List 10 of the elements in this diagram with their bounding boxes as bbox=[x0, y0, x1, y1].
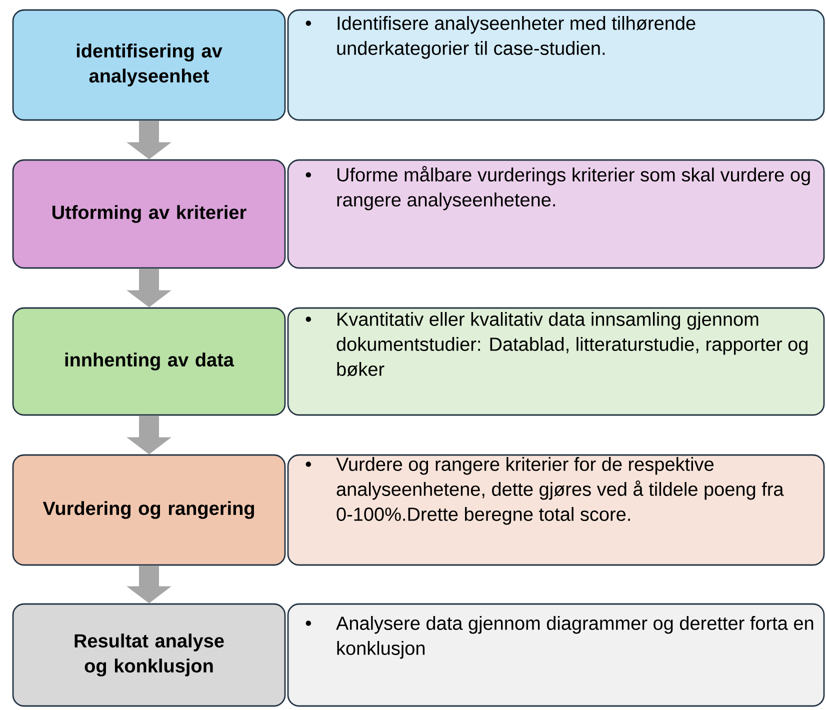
description-box: Analysere data gjennom diagrammer og deretter forta en konklusjon bbox=[287, 603, 825, 707]
step-box: identifisering av analyseenhet bbox=[12, 9, 286, 121]
step-box: Resultat analyse og konklusjon bbox=[12, 603, 286, 707]
description-box: Kvantitativ eller kvalitativ data innsamling gjennom dokumentstudier: Datablad, litteraturstudie, rapporter og bøker bbox=[287, 307, 825, 416]
step-box: Utforming av kriterier bbox=[12, 159, 286, 269]
description-box: Vurdere og rangere kriterier for de respektive analyseenhetene, dette gjøres ved å tildele poeng fra 0-100%.Drette beregne total score. bbox=[287, 454, 825, 566]
step-box: innhenting av data bbox=[12, 307, 286, 416]
step-box: Vurdering og rangering bbox=[12, 454, 286, 566]
description-box: Uforme målbare vurderings kriterier som skal vurdere og rangere analyseenhetene. bbox=[287, 159, 825, 269]
description-box: Identifisere analyseenheter med tilhørende underkategorier til case-studien. bbox=[287, 9, 825, 121]
